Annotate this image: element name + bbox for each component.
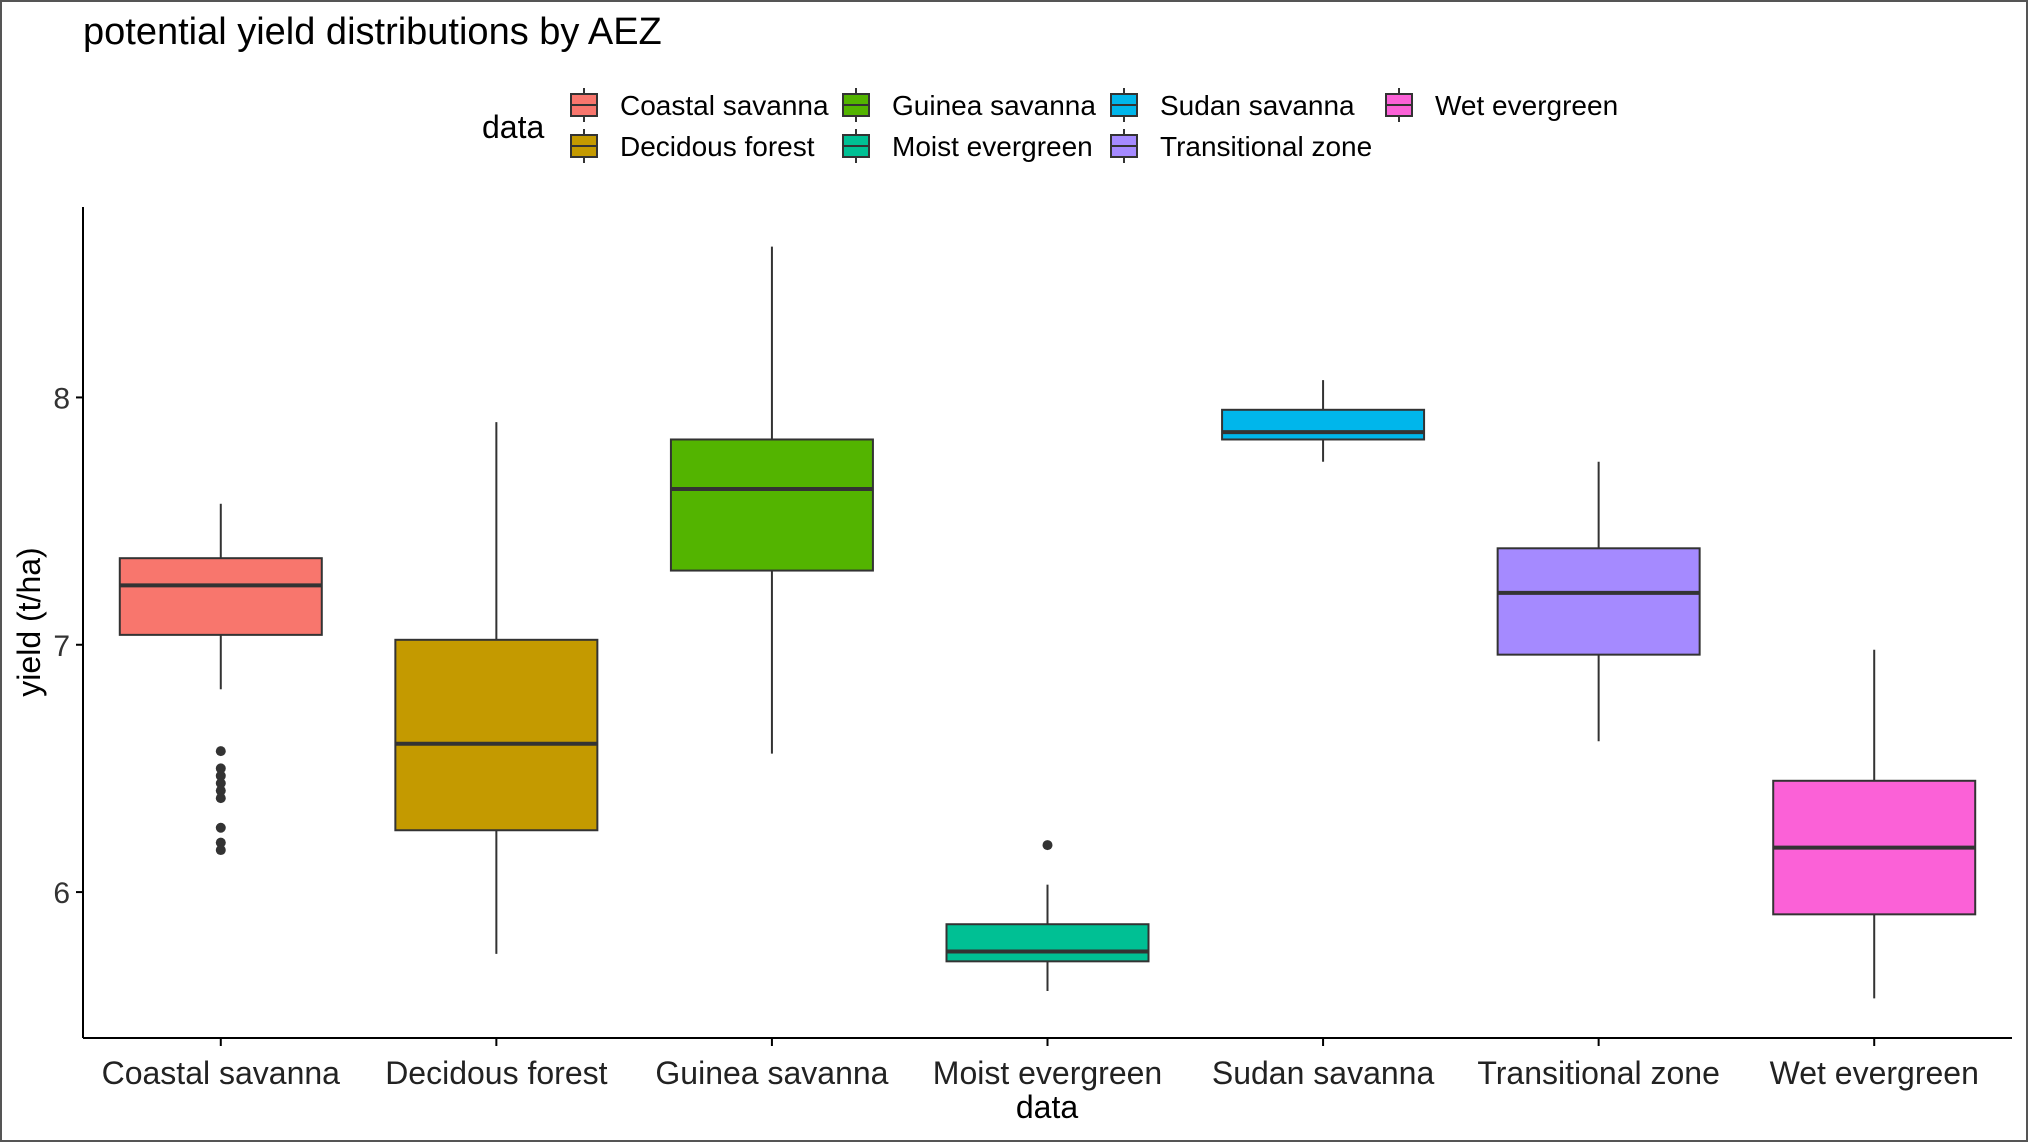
legend-label: Decidous forest	[620, 131, 815, 162]
legend-item: Guinea savanna	[842, 88, 1096, 122]
legend-item: Sudan savanna	[1110, 88, 1355, 122]
box-decidous-forest	[394, 422, 599, 954]
y-tick-label: 7	[53, 630, 70, 663]
outlier-point	[215, 822, 226, 833]
x-tick-label: Decidous forest	[385, 1055, 607, 1091]
legend-label: Sudan savanna	[1160, 90, 1355, 121]
box-sudan-savanna	[1221, 380, 1426, 462]
outlier-point	[215, 746, 226, 757]
x-tick-label: Moist evergreen	[933, 1055, 1162, 1091]
legend-item: Wet evergreen	[1385, 88, 1618, 122]
legend-title: data	[482, 109, 544, 145]
box-iqr	[1221, 408, 1426, 441]
outlier-point	[215, 785, 226, 796]
y-axis-label: yield (t/ha)	[11, 547, 47, 696]
legend-label: Wet evergreen	[1435, 90, 1618, 121]
x-tick-label: Guinea savanna	[655, 1055, 888, 1091]
box-iqr	[669, 438, 874, 572]
chart-title: potential yield distributions by AEZ	[83, 11, 662, 53]
legend-item: Moist evergreen	[842, 129, 1093, 163]
x-tick-label: Coastal savanna	[102, 1055, 341, 1091]
y-tick-label: 8	[53, 382, 70, 415]
outlier-point	[215, 770, 226, 781]
legend-label: Transitional zone	[1160, 131, 1372, 162]
x-tick-label: Sudan savanna	[1212, 1055, 1435, 1091]
box-coastal-savanna	[118, 503, 323, 856]
legend-item: Transitional zone	[1110, 129, 1372, 163]
x-tick-label: Transitional zone	[1477, 1055, 1720, 1091]
outlier-point	[215, 793, 226, 804]
box-iqr	[394, 638, 599, 832]
box-iqr	[118, 557, 323, 636]
legend-label: Guinea savanna	[892, 90, 1096, 121]
box-guinea-savanna	[669, 246, 874, 754]
outlier-point	[215, 845, 226, 856]
legend-item: Coastal savanna	[570, 88, 829, 122]
box-iqr	[945, 923, 1150, 963]
legend-label: Coastal savanna	[620, 90, 829, 121]
x-axis-label: data	[1016, 1089, 1078, 1125]
box-iqr	[1496, 547, 1701, 656]
outlier-point	[215, 763, 226, 774]
y-tick-label: 6	[53, 877, 70, 910]
box-transitional-zone	[1496, 461, 1701, 742]
outlier-point	[215, 837, 226, 848]
legend-label: Moist evergreen	[892, 131, 1093, 162]
box-wet-evergreen	[1772, 649, 1977, 999]
outlier-point	[1042, 840, 1053, 851]
legend-item: Decidous forest	[570, 129, 815, 163]
outlier-point	[215, 778, 226, 789]
box-moist-evergreen	[945, 840, 1150, 992]
x-tick-label: Wet evergreen	[1770, 1055, 1979, 1091]
